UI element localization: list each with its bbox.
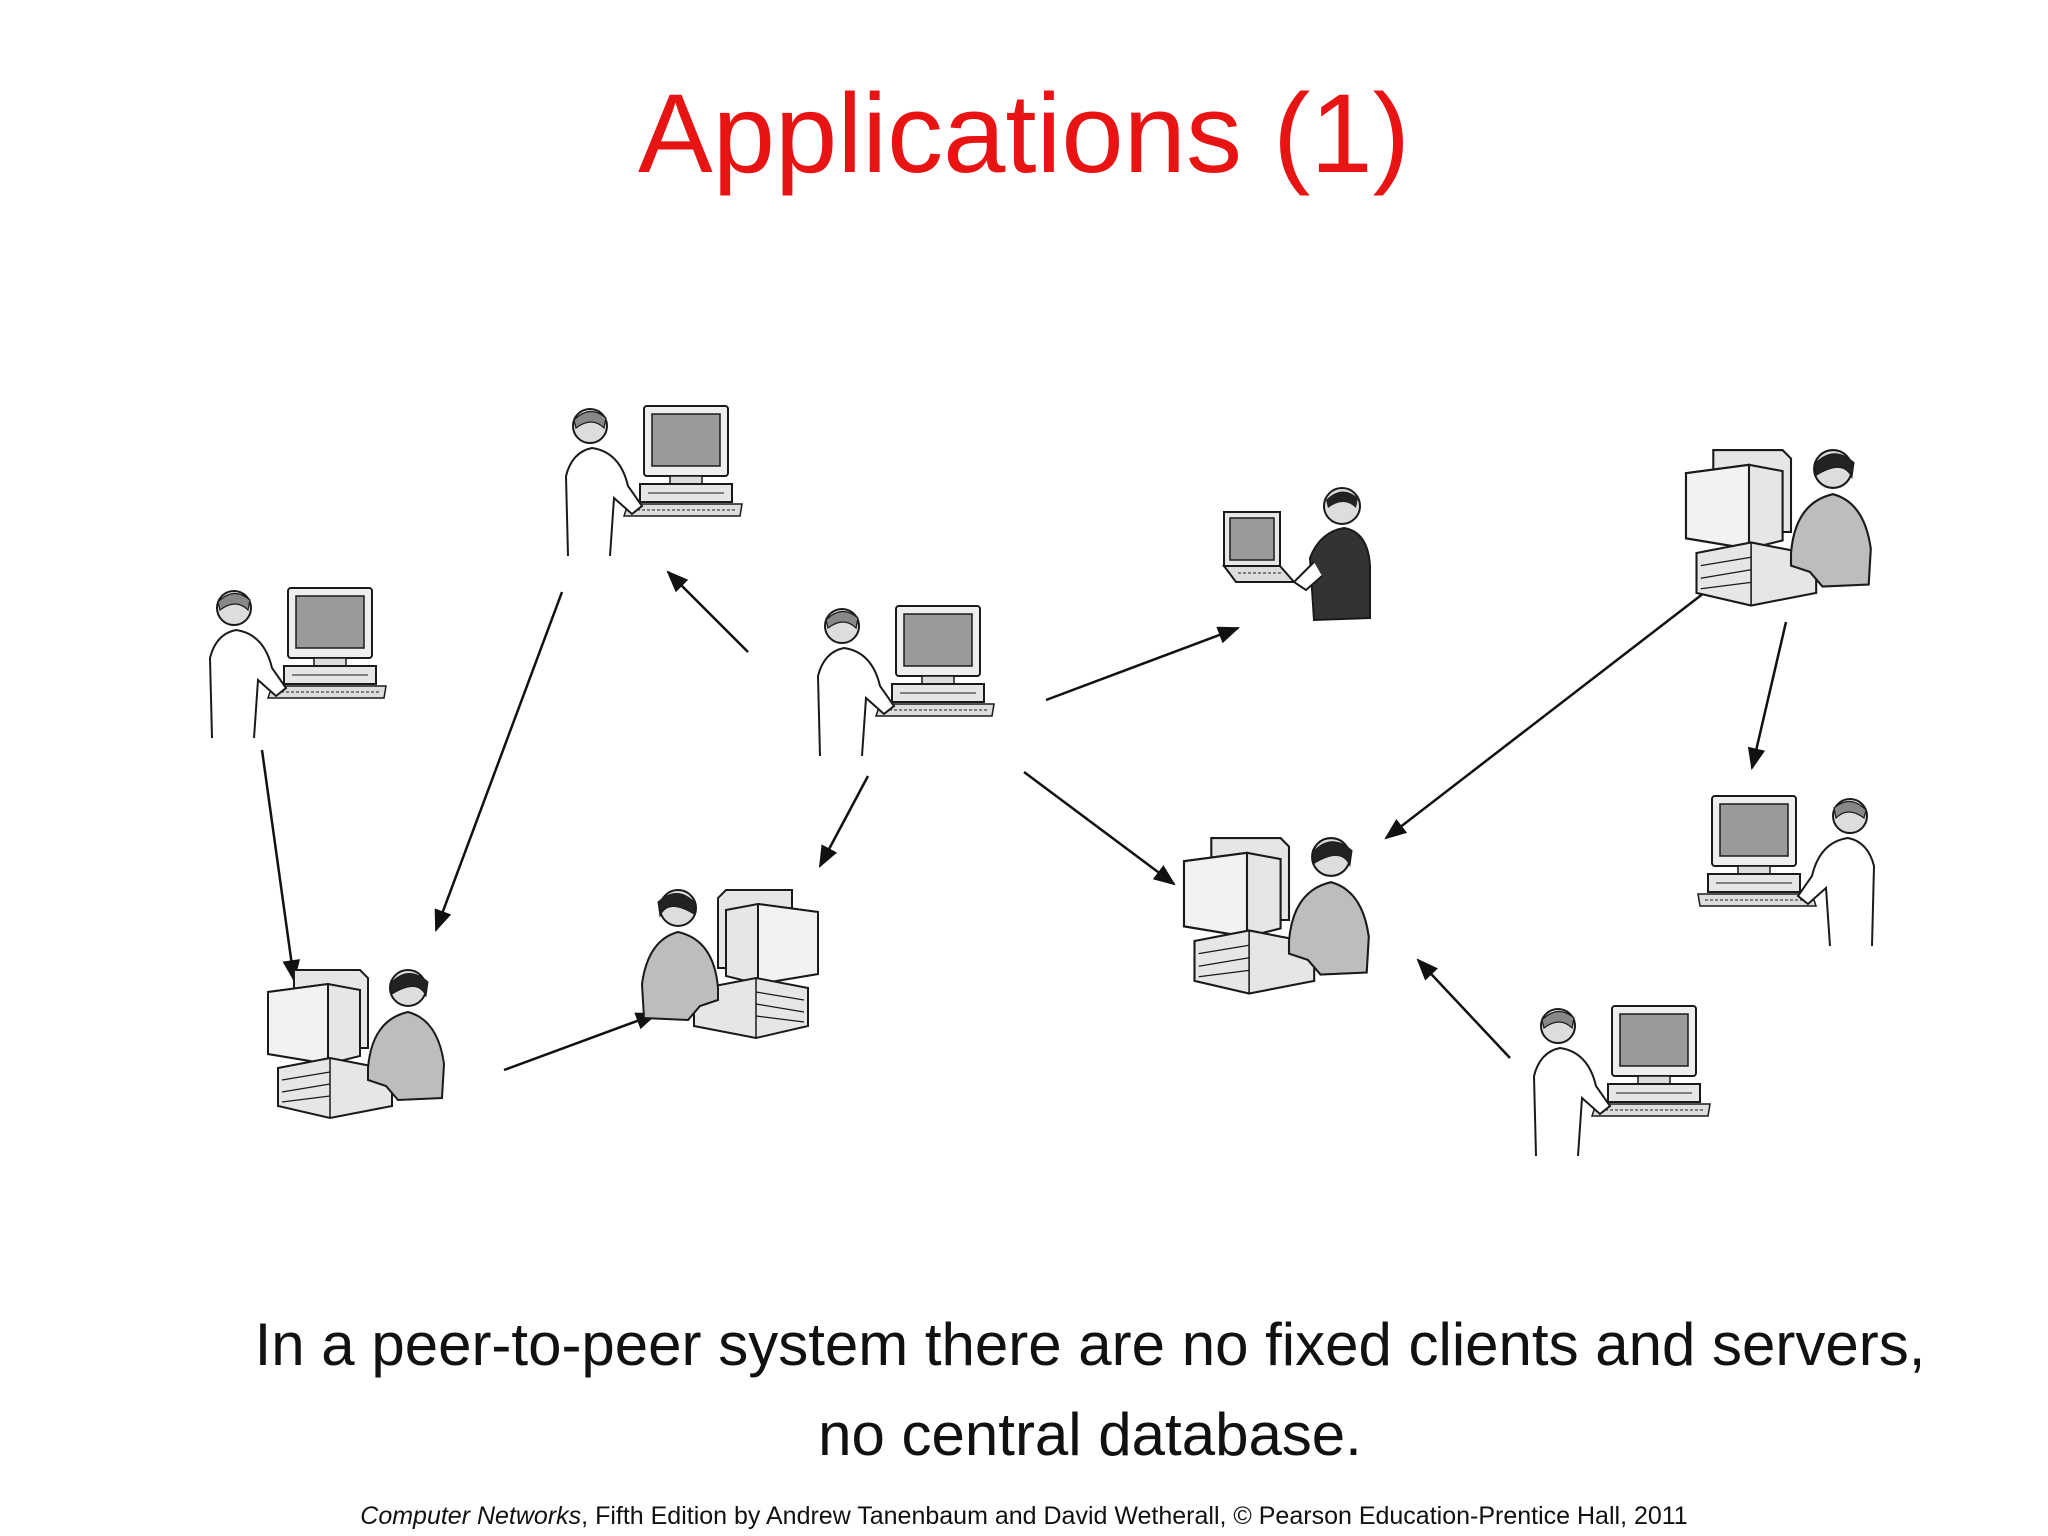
arrow-icon (434, 591, 564, 933)
caption: In a peer-to-peer system there are no fi… (150, 1300, 2030, 1480)
peer-computer-icon (1533, 1005, 1711, 1157)
caption-line-2: no central database. (818, 1401, 1362, 1468)
caption-line-1: In a peer-to-peer system there are no fi… (254, 1311, 1926, 1378)
peer-computer-icon (817, 605, 995, 757)
peer-computer-icon (565, 405, 743, 557)
connection-arrows (260, 570, 1788, 1072)
arrow-icon (503, 1012, 659, 1072)
peer-computer-icon (1223, 487, 1371, 621)
page-title: Applications (1) (638, 71, 1410, 196)
footer-book-title: Computer Networks (360, 1502, 582, 1530)
arrow-icon (1384, 575, 1727, 840)
arrow-icon (1045, 626, 1241, 702)
arrow-icon (1747, 621, 1788, 771)
peer-computer-icon (641, 889, 819, 1039)
arrow-icon (1023, 770, 1176, 886)
footer-citation: Computer Networks, Fifth Edition by Andr… (0, 1502, 2048, 1531)
arrow-icon (260, 749, 300, 983)
footer-details: , Fifth Edition by Andrew Tanenbaum and … (581, 1502, 1688, 1530)
arrow-icon (1416, 958, 1511, 1059)
arrow-icon (818, 775, 870, 868)
peer-computer-icon (1697, 795, 1875, 947)
arrow-icon (666, 570, 749, 653)
peer-computer-icon (267, 969, 445, 1119)
peer-computer-icon (209, 587, 387, 739)
peer-computer-icon (1684, 449, 1872, 607)
peer-computer-icon (1182, 837, 1370, 995)
